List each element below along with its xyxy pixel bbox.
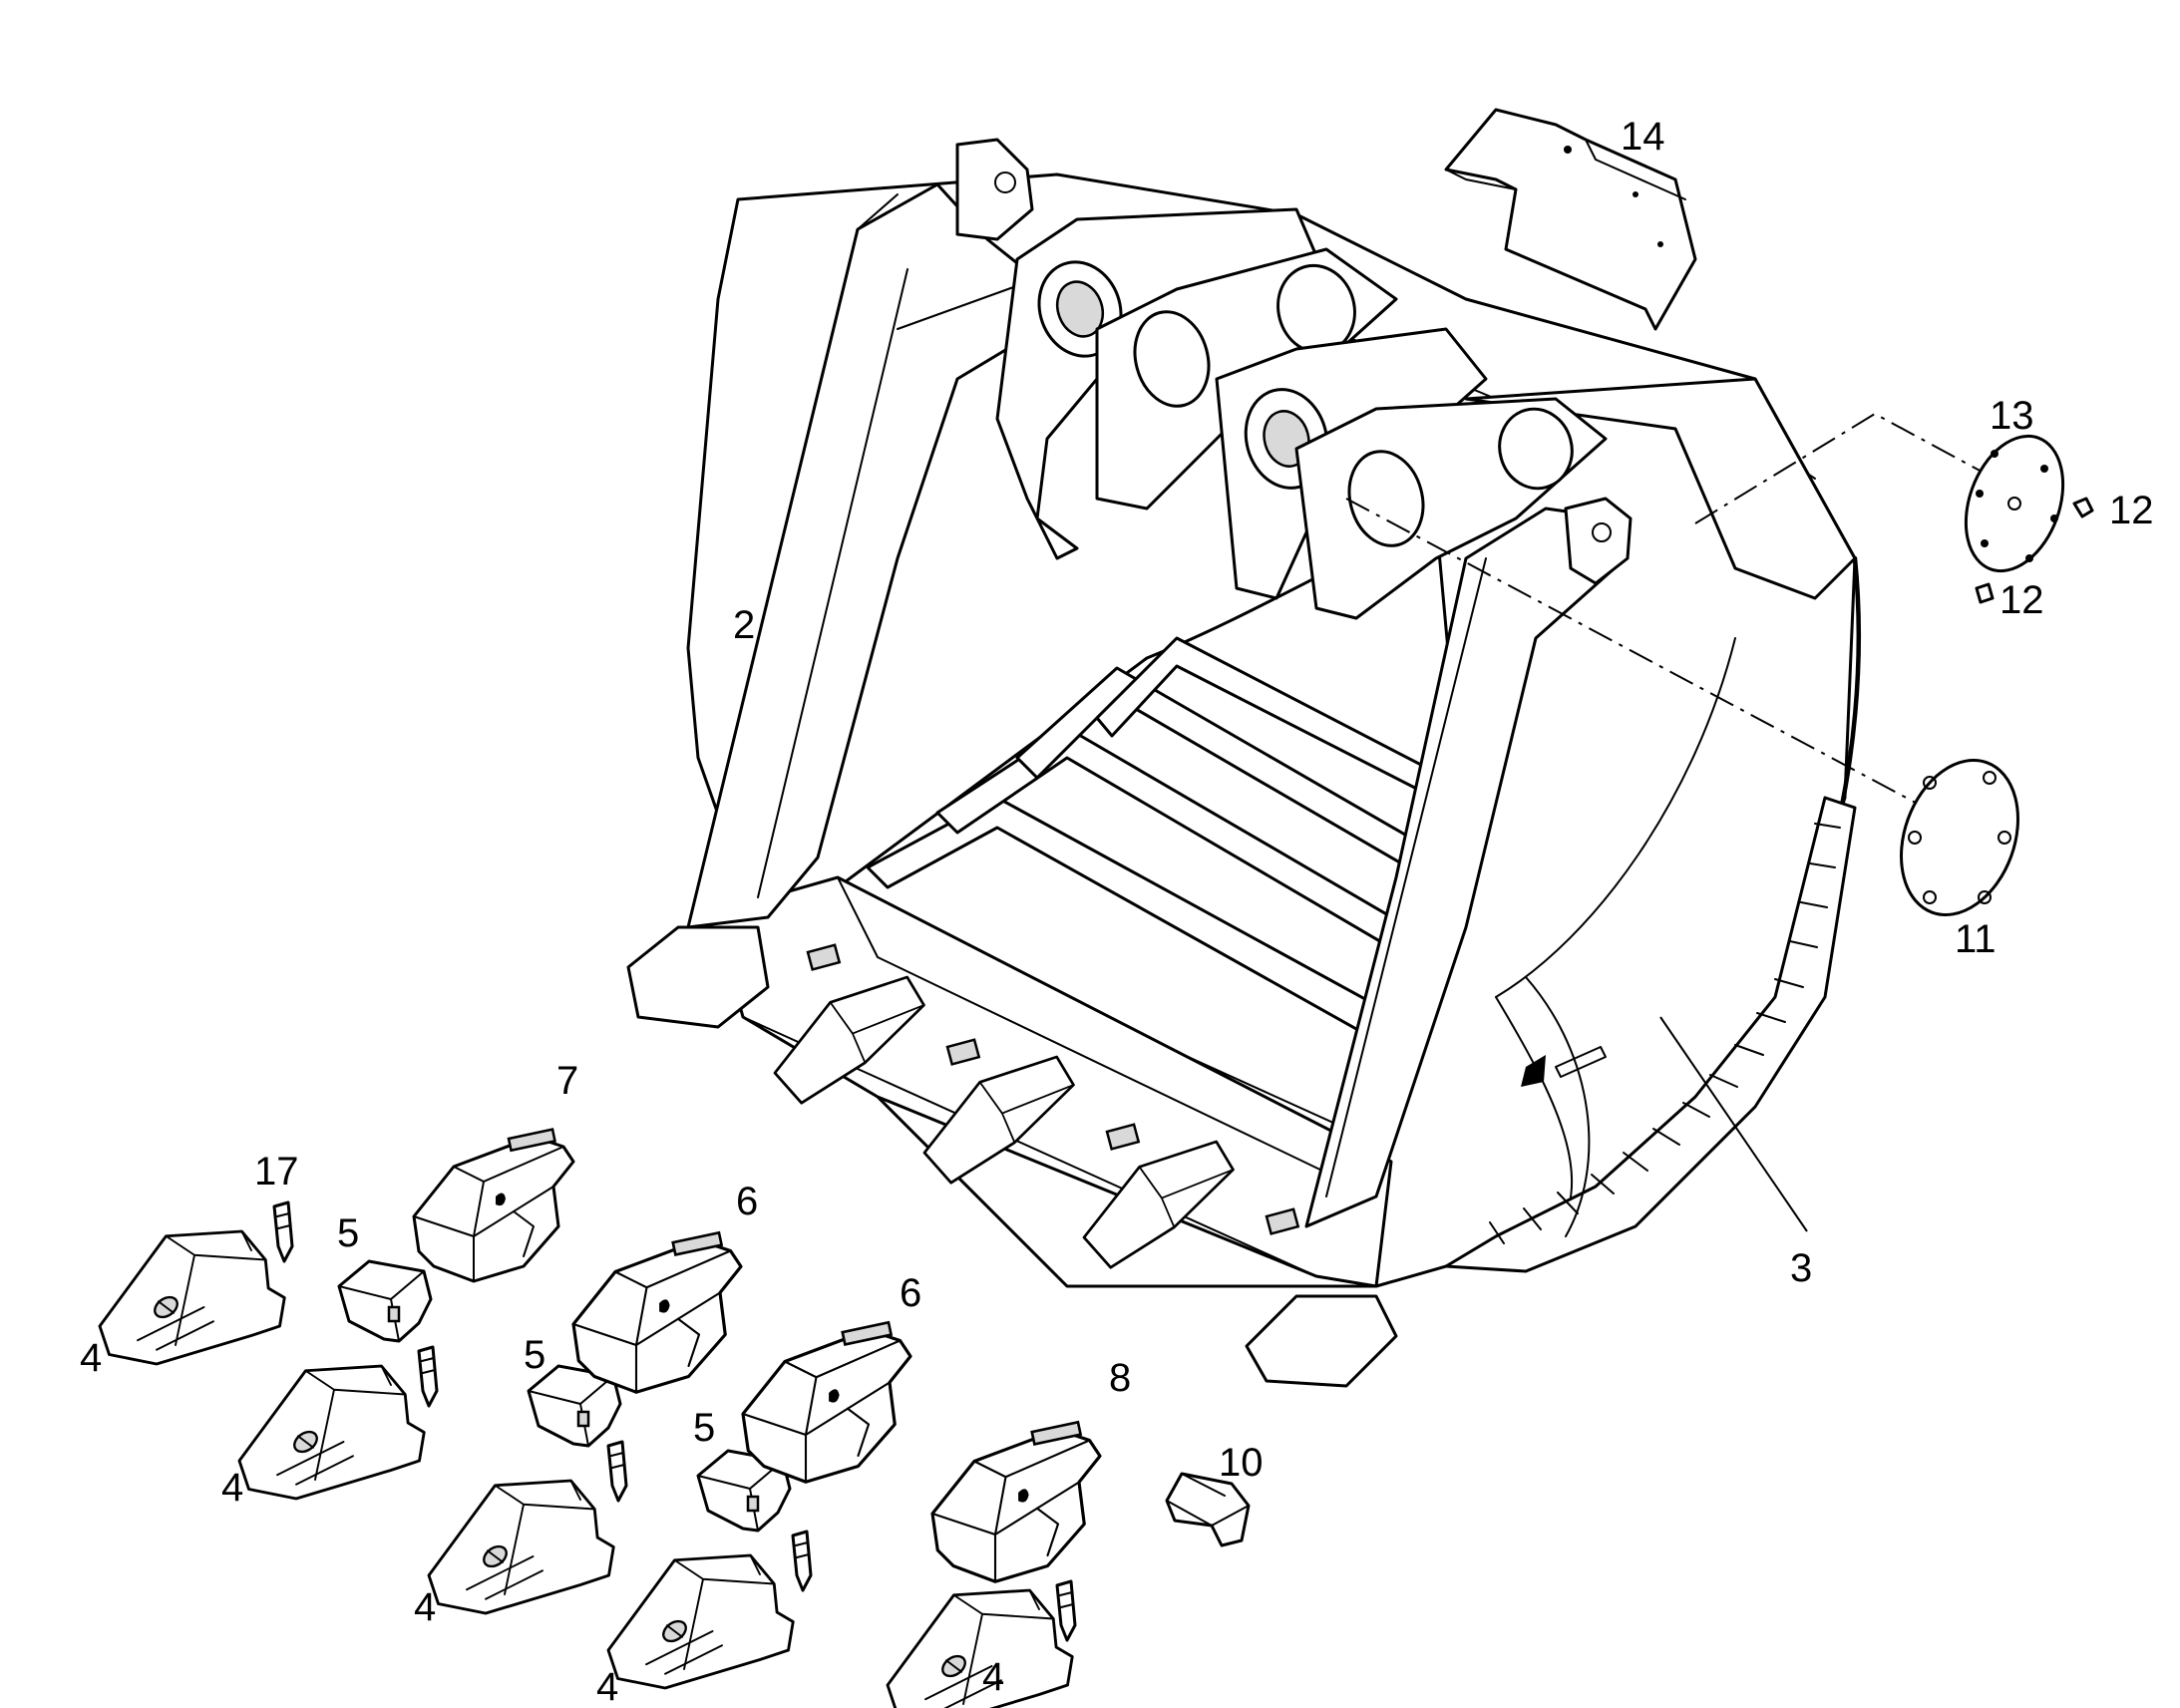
alignment-line-lower (1345, 498, 1926, 809)
callout-2: 2 (733, 603, 755, 647)
callout-5a: 5 (337, 1211, 359, 1255)
lip-tooth (773, 975, 925, 1105)
callout-8: 8 (1109, 1356, 1131, 1400)
callout-5b: 5 (524, 1333, 545, 1377)
tooth-4a (98, 1229, 286, 1366)
adapter-7 (412, 1128, 575, 1283)
callout-7: 7 (556, 1059, 578, 1103)
lip-tooth (922, 1055, 1075, 1185)
callout-4c: 4 (414, 1585, 436, 1629)
callout-12b: 12 (1999, 578, 2044, 622)
cover-plate-14 (1444, 108, 1697, 331)
clip-10 (1165, 1472, 1251, 1547)
callout-17: 17 (254, 1150, 299, 1194)
lock-5a (337, 1259, 433, 1343)
callout-13: 13 (1990, 394, 2034, 438)
callout-4d: 4 (596, 1665, 618, 1708)
callout-12a: 12 (2109, 489, 2154, 532)
boss-cap-13 (1964, 434, 2065, 573)
tooth-4d (606, 1553, 795, 1690)
pin-17e (1055, 1579, 1077, 1642)
alignment-line-upper (1694, 412, 1996, 524)
tooth-4c (427, 1479, 615, 1615)
pin-17d (791, 1530, 813, 1592)
callout-4a: 4 (80, 1336, 102, 1380)
pin-17a (272, 1200, 294, 1263)
boss-cap-11 (1900, 759, 2019, 916)
callout-5c: 5 (693, 1406, 715, 1450)
adapter-8 (930, 1420, 1102, 1583)
adapter-6a (571, 1230, 743, 1394)
tooth-4e (886, 1588, 1074, 1708)
callout-6a: 6 (736, 1180, 758, 1223)
bolt-12-right (2072, 497, 2094, 518)
tooth-4b (237, 1364, 426, 1501)
callout-11: 11 (1955, 917, 1997, 961)
callout-6b: 6 (900, 1271, 921, 1315)
bucket-body (626, 138, 1862, 1388)
callout-4e: 4 (982, 1655, 1004, 1699)
adapter-6b (741, 1320, 912, 1484)
callout-3: 3 (1790, 1246, 1812, 1290)
pin-17b (417, 1345, 439, 1408)
callout-10: 10 (1219, 1441, 1264, 1485)
lip-tooth (1082, 1140, 1235, 1269)
callouts: 2 3 4 4 4 4 4 5 5 5 6 6 7 8 10 11 12 12 … (80, 115, 2154, 1708)
callout-4b: 4 (221, 1466, 243, 1510)
pin-17c (606, 1440, 628, 1503)
callout-14: 14 (1621, 115, 1665, 159)
bolt-12-lower (1975, 582, 1995, 604)
